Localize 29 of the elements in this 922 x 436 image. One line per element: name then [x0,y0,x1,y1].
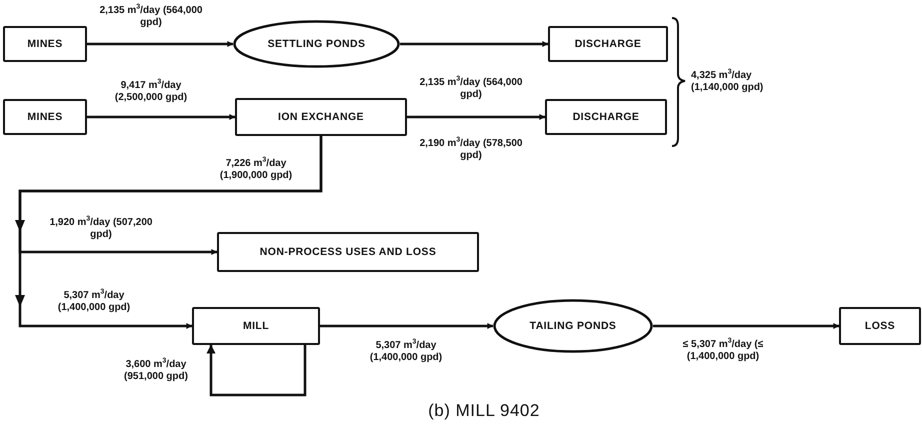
flow-arrow [653,323,840,329]
flow-arrow [407,114,546,120]
process-box [192,307,320,345]
flow-arrow [320,323,494,329]
figure-caption: (b) MILL 9402 [427,401,541,421]
pond-ellipse [493,299,653,353]
flow-arrow [206,344,306,396]
node-label: SETTLING PONDS [268,38,366,50]
node-label: MINES [27,111,63,123]
process-box [545,99,667,135]
node-label: DISCHARGE [574,38,642,50]
node-label: MINES [27,38,63,50]
node-label: LOSS [864,320,896,332]
node-label: TAILING PONDS [530,320,616,332]
process-box [839,307,921,345]
flow-arrow [400,41,548,47]
node-label: MILL [242,320,270,332]
node-label: NON-PROCESS USES AND LOSS [260,246,436,258]
process-box [3,99,87,135]
process-box [548,26,668,62]
flow-arrow [18,136,322,329]
node-label: ION EXCHANGE [278,111,364,123]
process-box [235,98,407,136]
process-box [217,232,479,272]
process-box [3,26,87,62]
pond-ellipse [233,20,400,68]
flow-arrow [87,41,234,47]
flow-arrow [87,114,236,120]
node-label: DISCHARGE [572,111,640,123]
